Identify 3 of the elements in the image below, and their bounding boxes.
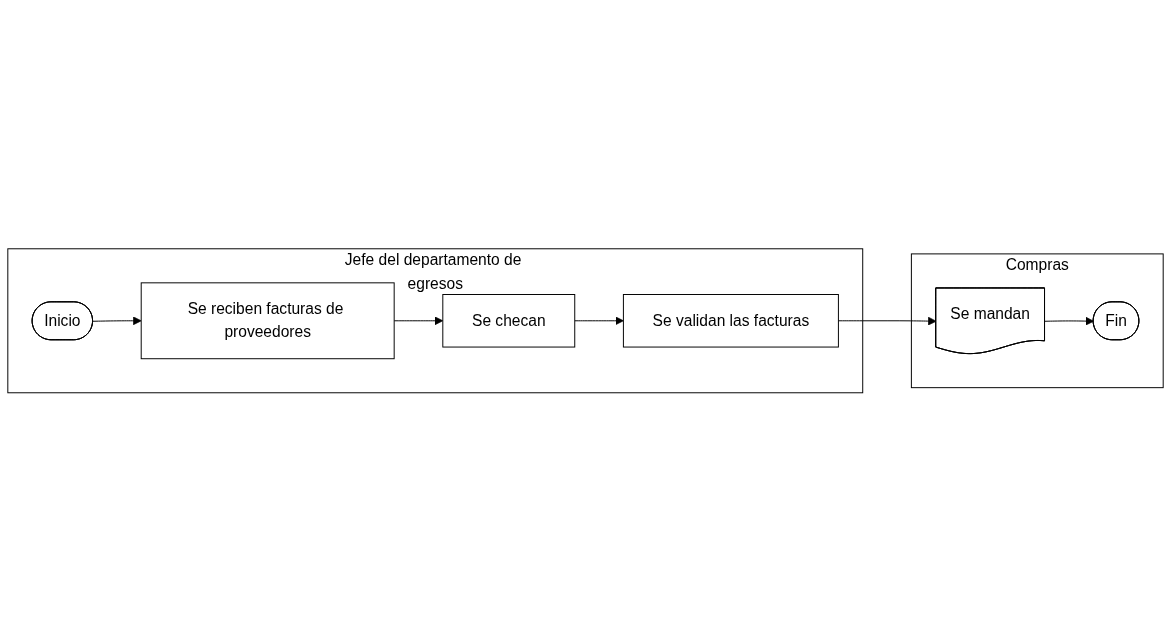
node-box: Se checan (442, 293, 576, 348)
node-box: Se validan las facturas (622, 293, 839, 348)
node-box: Se reciben facturas de proveedores (140, 282, 395, 359)
